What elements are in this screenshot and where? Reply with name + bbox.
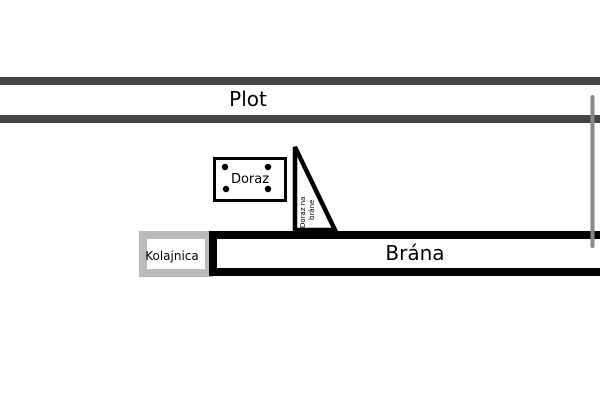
gate-stop-triangle <box>292 146 339 233</box>
bolt-icon <box>221 163 229 171</box>
fence-line-bottom <box>0 115 600 123</box>
gate-label: Brána <box>385 241 444 265</box>
stop-box <box>213 157 287 202</box>
vertical-scrollbar[interactable] <box>590 95 595 248</box>
fence-line-top <box>0 77 600 85</box>
stop-label: Doraz <box>231 172 269 187</box>
rail-label: Kolajnica <box>145 249 199 263</box>
fence-label: Plot <box>229 87 267 111</box>
gate-box <box>209 231 600 276</box>
bolt-icon <box>264 163 272 171</box>
gate-stop-label: Doraz na <box>299 197 307 228</box>
bolt-icon <box>264 185 272 193</box>
bolt-icon <box>222 185 230 193</box>
gate-stop-label-2: bráne <box>308 200 316 220</box>
